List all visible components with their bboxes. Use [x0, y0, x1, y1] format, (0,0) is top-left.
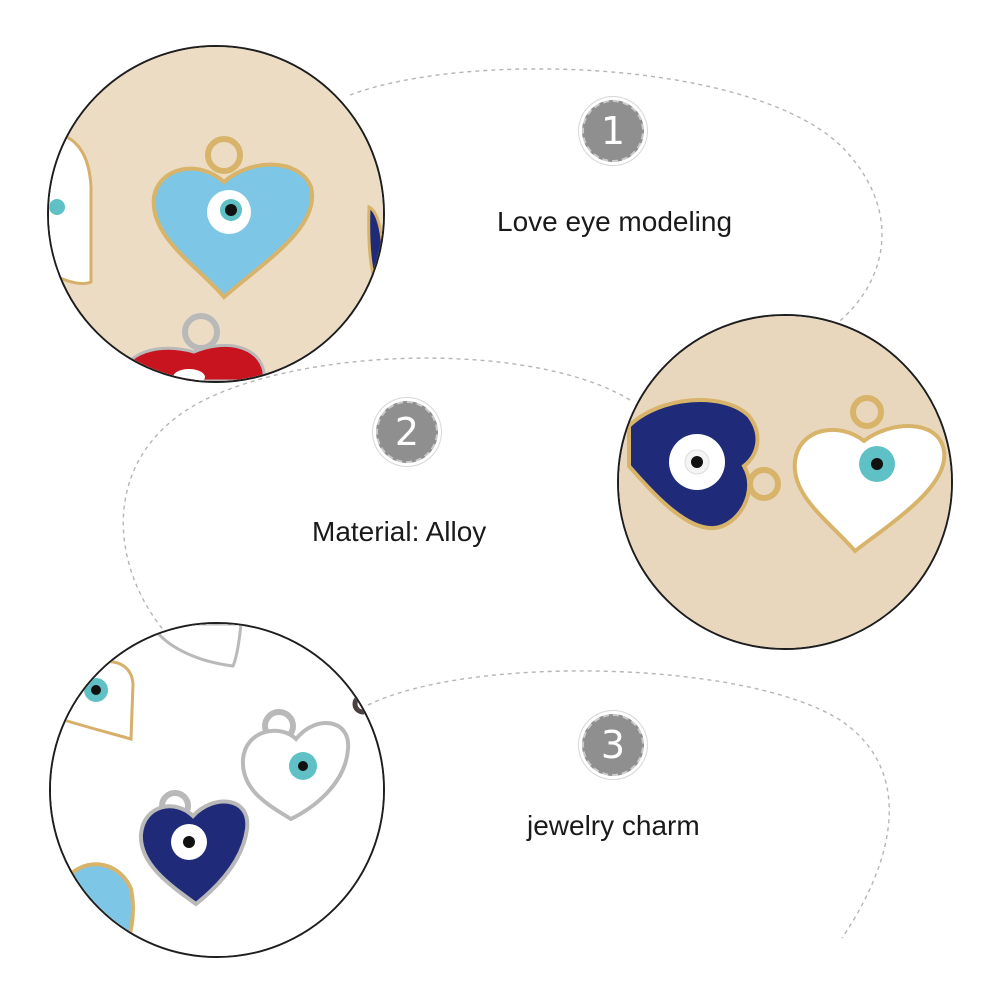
feature-1-text: Love eye modeling	[497, 206, 733, 237]
product-photo-2	[617, 314, 953, 650]
feature-3-number-badge: 3	[582, 714, 644, 776]
dashed-curve-3	[367, 670, 890, 939]
product-photo-1	[47, 45, 385, 383]
feature-2-number: 2	[394, 410, 420, 454]
feature-3-text: jewelry charm	[527, 810, 700, 841]
feature-2-number-badge: 2	[376, 401, 438, 463]
dashed-curve-1	[349, 68, 883, 326]
heart-evil-eye-photo-icon	[49, 47, 383, 381]
product-photo-3	[49, 622, 385, 958]
feature-2-text: Material: Alloy	[312, 516, 487, 547]
feature-1-number-badge: 1	[582, 100, 644, 162]
feature-1-number: 1	[600, 109, 626, 153]
dashed-curve-2	[122, 357, 631, 633]
heart-evil-eye-photo-icon	[619, 316, 951, 648]
feature-3-number: 3	[600, 723, 626, 767]
heart-evil-eye-photo-icon	[51, 624, 383, 956]
